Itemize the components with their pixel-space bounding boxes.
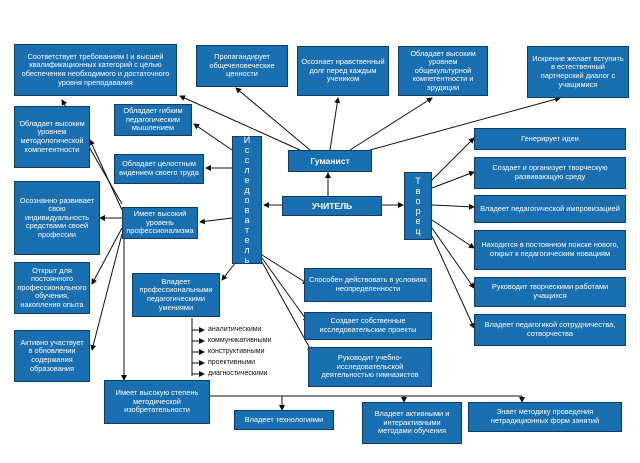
link-prof-l3 [91,227,123,285]
bottom-box-forms: Знает методику проведения нетрадиционных… [468,402,622,432]
link-humanist-top-4 [349,97,433,151]
right-box-5: Руководит творческими работами учащихся [474,277,626,307]
link-humanist-top-5 [369,96,561,151]
link-res-flex [193,123,233,151]
left-box-3: Открыт для постоянного профессионального… [14,262,90,314]
top-box-4: Обладает высоким уровнем общекультурной … [398,46,488,96]
skill-item-2: коммуникативными [208,337,272,344]
left-box-2: Осознанно развивает свою индивидуальност… [14,181,100,255]
holistic-vision-box: Обладает целостным видением своего труда [114,154,204,184]
top-box-2: Пропагандирует общечеловеческие ценности [196,45,288,87]
link-humanist-top-2 [235,87,311,151]
bottom-box-method: Имеет высокую степень методической изобр… [104,380,210,424]
top-box-3: Осознает нравственный долг перед каждым … [297,46,389,96]
teacher-box: УЧИТЕЛЬ [282,196,382,216]
research-box-3: Руководит учебно-исследовательской деяте… [308,347,432,387]
skill-item-3: конструктивными [208,348,265,355]
link-prof-l4 [90,233,123,351]
link-prof-l1 [89,139,123,211]
link-res-prof [199,217,233,225]
skill-item-5: диагностическими [208,370,268,377]
research-box-2: Создает собственные исследовательские пр… [304,312,432,340]
link-cr-r2 [431,170,475,189]
researcher-label: И с с л е д о в а т е л ь [243,135,251,265]
skill-item-4: проективными [208,359,256,366]
flexible-thinking-box: Обладает гибким педагогическим мышлением [114,104,192,136]
humanist-box: Гуманист [288,150,372,172]
link-humanist-top-1 [179,95,301,151]
skills-box: Владеет профессиональными педагогическим… [132,273,220,317]
bottom-box-tech: Владеет технологиями [234,410,334,430]
top-box-5: Искренне желает вступить в естественный … [527,46,629,98]
right-box-6: Владеет педагогикой сотрудничества, сотв… [474,314,626,346]
link-cr-r4 [431,219,475,249]
right-box-4: Находится в постоянном поиске нового, от… [474,230,626,270]
creator-label: Т в о р е ц [415,176,421,236]
link-cr-r3 [431,203,475,210]
left-box-1: Обладает высоким уровнем методологическо… [14,106,90,168]
link-cr-r6 [431,235,475,329]
bottom-box-active: Владеет активными и интерактивными метод… [362,402,462,444]
link-res-r2 [261,257,309,323]
link-cr-r5 [431,227,475,289]
right-box-2: Создает и организует творческую развиваю… [474,157,626,189]
research-box-1: Способен действовать в условиях неопреде… [304,268,432,302]
link-cr-r1 [431,137,475,181]
skill-item-1: аналитическими [208,326,262,333]
creator-box: Т в о р е ц [404,172,432,240]
link-res-skills [221,261,237,281]
top-box-1: Соответствует требованиям I и высшей ква… [14,44,177,96]
professionalism-box: Имеет высокий уровень профессионализма [122,207,198,239]
researcher-box: И с с л е д о в а т е л ь [232,135,262,265]
right-box-3: Владеет педагогической импровизацией [474,195,626,223]
link-humanist-top-3 [329,97,341,151]
link-res-r3 [261,261,313,353]
left-box-4: Активно участвует в обновлении содержани… [14,330,90,382]
right-box-1: Генерирует идеи [474,128,626,150]
link-res-r1 [261,254,309,285]
